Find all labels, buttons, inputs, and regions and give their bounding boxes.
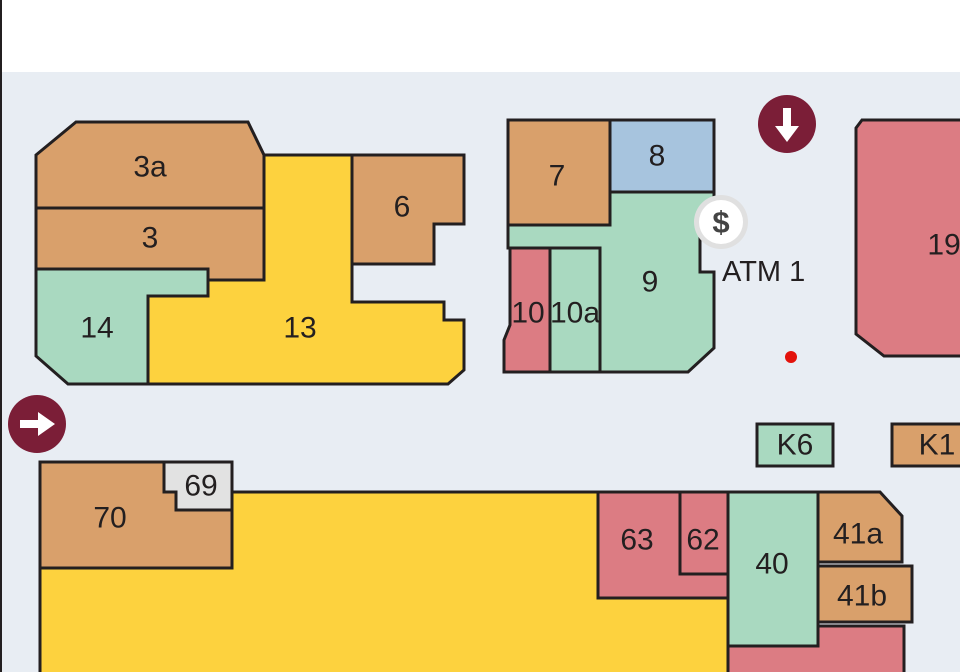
unit-41b-shape[interactable]: [816, 564, 914, 624]
atm-label: ATM 1: [722, 256, 805, 288]
unit-41b-label: 41b: [837, 580, 887, 613]
location-dot-icon: [785, 351, 797, 363]
unit-69-label: 69: [184, 470, 217, 503]
unit-19-label: 19: [927, 229, 960, 262]
unit-8-label: 8: [649, 140, 666, 173]
entrance-right-arrow-icon[interactable]: [8, 395, 66, 453]
unit-6-shape[interactable]: [350, 153, 466, 266]
unit-41a-label: 41a: [833, 518, 883, 551]
unit-6-label: 6: [394, 191, 411, 224]
unit-10a-label: 10a: [550, 297, 600, 330]
unit-bottom-right-pink-shape[interactable]: [726, 624, 906, 672]
unit-14-label: 14: [80, 312, 113, 345]
kiosk-k1-shape[interactable]: [890, 422, 960, 468]
unit-13-shape[interactable]: [146, 153, 466, 386]
unit-63-label: 63: [620, 524, 653, 557]
kiosk-k6-label: K6: [777, 429, 814, 462]
unit-10-label: 10: [511, 297, 544, 330]
unit-40-label: 40: [755, 548, 788, 581]
unit-7-label: 7: [549, 160, 566, 193]
entrance-down-arrow-icon[interactable]: [758, 95, 816, 153]
kiosk-k1-label: K1: [919, 429, 956, 462]
unit-41a-shape[interactable]: [816, 490, 904, 564]
unit-3-label: 3: [142, 222, 159, 255]
atm-symbol: $: [712, 205, 729, 240]
unit-19-shape[interactable]: [854, 118, 960, 358]
unit-9-label: 9: [642, 266, 659, 299]
unit-13-label: 13: [283, 312, 316, 345]
unit-3a-label: 3a: [133, 151, 167, 184]
atm-icon[interactable]: $: [694, 195, 748, 249]
unit-69-shape[interactable]: [162, 460, 234, 512]
unit-10a-shape[interactable]: [548, 246, 602, 374]
kiosk-k6-shape[interactable]: [755, 422, 835, 468]
unit-70-label: 70: [93, 502, 126, 535]
unit-62-label: 62: [686, 524, 719, 557]
